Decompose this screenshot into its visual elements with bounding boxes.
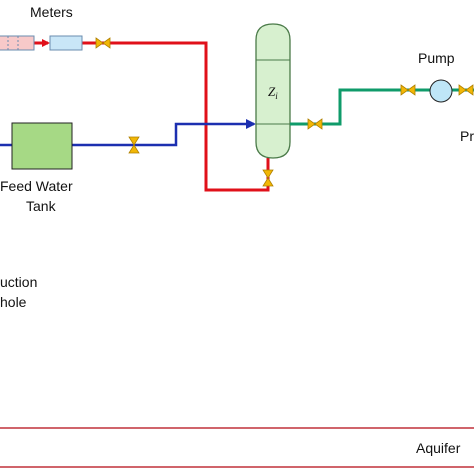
- valve-icon: [95, 37, 111, 49]
- aquifer-label: Aquifer: [416, 440, 461, 456]
- pump-label: Pump: [418, 50, 455, 66]
- borehole-label-2: hole: [0, 294, 27, 310]
- valve-icon: [400, 84, 416, 96]
- pump-icon: [429, 79, 453, 103]
- meters-label: Meters: [30, 4, 73, 20]
- feed-water-tank-label: Feed Water: [0, 178, 73, 194]
- feed-water-tank-label-2: Tank: [26, 198, 57, 214]
- column-vessel: [255, 23, 291, 159]
- feed-water-line-to-column: [72, 119, 256, 147]
- flow-meter-icon: [0, 35, 35, 51]
- product-line: [290, 88, 430, 126]
- product-label-partial: Pr: [460, 128, 474, 144]
- feed-water-tank: [11, 122, 73, 170]
- valve-icon: [307, 118, 323, 130]
- valve-icon: [262, 169, 274, 187]
- column-symbol: Zi: [268, 84, 278, 101]
- valve-icon: [128, 136, 140, 154]
- valve-icon: [458, 84, 474, 96]
- borehole-label: uction: [0, 274, 37, 290]
- flow-meter-icon: [49, 35, 83, 51]
- gas-line: [82, 41, 270, 192]
